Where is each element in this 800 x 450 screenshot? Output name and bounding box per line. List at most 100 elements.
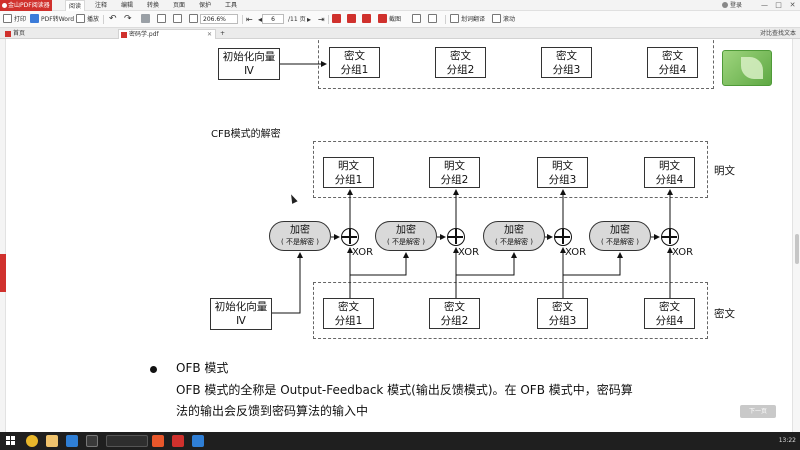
menu-page[interactable]: 页面 xyxy=(173,2,186,9)
windows-start-icon[interactable] xyxy=(6,436,16,446)
xor-node-2 xyxy=(447,228,465,246)
tab-home-label: 首页 xyxy=(13,30,26,37)
zoom-input[interactable] xyxy=(200,14,238,24)
next-page-button[interactable]: 下一页 xyxy=(740,405,776,418)
leaf-icon xyxy=(741,57,763,79)
login-link[interactable]: 登录 xyxy=(721,0,742,11)
ciphertext-side-label: 密文 xyxy=(714,308,735,320)
fit-page-icon[interactable] xyxy=(173,13,184,26)
clock: 13:22 xyxy=(778,437,796,444)
print-button[interactable]: 打印 xyxy=(3,13,26,26)
ie-icon[interactable] xyxy=(66,435,78,447)
terminal-icon[interactable] xyxy=(86,435,98,447)
app-brand[interactable]: 金山PDF阅读器 xyxy=(0,0,52,11)
plaintext-box-2: 明文分组2 xyxy=(429,157,480,188)
plaintext-side-label: 明文 xyxy=(714,165,735,177)
tab-bar: 首页 密码学.pdf✕ + xyxy=(0,28,800,39)
title-bar: 金山PDF阅读器 阅读 注释 编辑 转换 页面 保护 工具 登录 — □ ✕ xyxy=(0,0,800,11)
menu-edit[interactable]: 编辑 xyxy=(121,2,134,9)
app-icon[interactable] xyxy=(192,435,204,447)
butterfly-app-icon[interactable] xyxy=(152,435,164,447)
last-page-icon[interactable]: ⇥ xyxy=(318,15,325,24)
layout-icon[interactable] xyxy=(428,13,439,26)
screenshot-label: 截图 xyxy=(389,16,402,23)
file-explorer-icon[interactable] xyxy=(46,435,58,447)
plaintext-box-3: 明文分组3 xyxy=(537,157,588,188)
auto-scroll-button[interactable]: 滚动 xyxy=(492,13,515,26)
ofb-paragraph-line-1: OFB 模式的全称是 Output-Feedback 模式(输出反馈模式)。在 … xyxy=(176,383,633,397)
toolbar-divider xyxy=(242,15,243,24)
view-mode-icon[interactable] xyxy=(412,13,423,26)
close-tab-icon[interactable]: ✕ xyxy=(206,31,212,38)
redo-icon[interactable]: ↷ xyxy=(124,14,132,24)
ofb-heading: OFB 模式 xyxy=(176,361,229,375)
sidebar-toggle[interactable] xyxy=(0,254,6,292)
scissors-icon xyxy=(378,14,387,23)
chrome-icon[interactable] xyxy=(26,435,38,447)
xor-label-3: XOR xyxy=(565,247,587,258)
highlight-icon[interactable] xyxy=(347,13,358,26)
xor-label-4: XOR xyxy=(672,247,694,258)
new-tab-button[interactable]: + xyxy=(220,30,226,37)
pdf-to-word-button[interactable]: PDF转Word xyxy=(30,13,74,26)
plaintext-box-4: 明文分组4 xyxy=(644,157,695,188)
pdf-reader-taskbar-icon[interactable] xyxy=(172,435,184,447)
bookmark-icon[interactable] xyxy=(332,13,343,26)
app-name: 金山PDF阅读器 xyxy=(8,2,50,9)
menu-convert[interactable]: 转换 xyxy=(147,2,160,9)
user-icon xyxy=(721,2,728,8)
xor-node-3 xyxy=(554,228,572,246)
close-window-button[interactable]: ✕ xyxy=(789,1,796,9)
maximize-button[interactable]: □ xyxy=(775,1,782,9)
cipher-box-top-4: 密文分组4 xyxy=(647,47,698,78)
screenshot-button[interactable]: 截图 xyxy=(378,13,401,26)
menu-protect[interactable]: 保护 xyxy=(199,2,212,9)
ciphertext-dashed-frame xyxy=(313,282,708,339)
undo-icon[interactable]: ↶ xyxy=(109,14,117,24)
xor-node-1 xyxy=(341,228,359,246)
xor-label-1: XOR xyxy=(352,247,374,258)
toolbar: 打印 PDF转Word 播放 ↶ ↷ ⇤ ◂ /11 页 ▸ ⇥ 截图 划词翻译… xyxy=(0,11,800,28)
scrollbar-thumb[interactable] xyxy=(795,234,799,264)
translate-button[interactable]: 划词翻译 xyxy=(450,13,485,26)
menu-annotate[interactable]: 注释 xyxy=(95,2,108,9)
pdf-icon xyxy=(121,32,127,38)
menu-tools[interactable]: 工具 xyxy=(225,2,238,9)
left-sidebar[interactable] xyxy=(0,39,6,432)
home-icon xyxy=(5,31,11,37)
toolbar-divider xyxy=(328,15,329,24)
login-label: 登录 xyxy=(729,2,742,9)
tab-home[interactable]: 首页 xyxy=(3,29,63,39)
zoom-icon[interactable] xyxy=(189,13,200,26)
ofb-paragraph-line-2: 法的输出会反馈到密码算法的输入中 xyxy=(176,404,369,418)
search-in-page-button[interactable]: 对比查找文本 xyxy=(759,30,796,37)
select-tool-icon[interactable] xyxy=(157,13,168,26)
prev-page-icon[interactable]: ◂ xyxy=(258,15,263,24)
translate-icon xyxy=(450,14,459,23)
assistant-widget[interactable] xyxy=(722,50,772,86)
bullet-icon xyxy=(150,366,157,373)
minimize-button[interactable]: — xyxy=(761,1,768,9)
read-mode-button[interactable]: 播放 xyxy=(76,13,99,26)
word-icon xyxy=(30,14,39,23)
first-page-icon[interactable]: ⇤ xyxy=(246,15,253,24)
ciphertext-box-4: 密文分组4 xyxy=(644,298,695,329)
scrollbar[interactable] xyxy=(792,39,800,432)
scroll-icon xyxy=(492,14,501,23)
diagram-arrows xyxy=(272,61,673,314)
next-page-icon[interactable]: ▸ xyxy=(307,15,312,24)
rotate-icon[interactable] xyxy=(362,13,373,26)
menu-read[interactable]: 阅读 xyxy=(65,0,86,11)
encrypt-node-2: 加密( 不是解密 ) xyxy=(375,221,437,251)
encrypt-node-4: 加密( 不是解密 ) xyxy=(589,221,651,251)
translate-label: 划词翻译 xyxy=(461,16,486,23)
tab-document[interactable]: 密码学.pdf✕ xyxy=(118,29,216,39)
hand-tool-icon[interactable] xyxy=(141,13,152,26)
system-tray[interactable]: 13:22 xyxy=(779,432,796,450)
page-number-input[interactable] xyxy=(262,14,284,24)
page-total: /11 页 xyxy=(288,16,306,23)
app-window-button[interactable] xyxy=(106,435,148,447)
screen-icon xyxy=(76,14,85,23)
